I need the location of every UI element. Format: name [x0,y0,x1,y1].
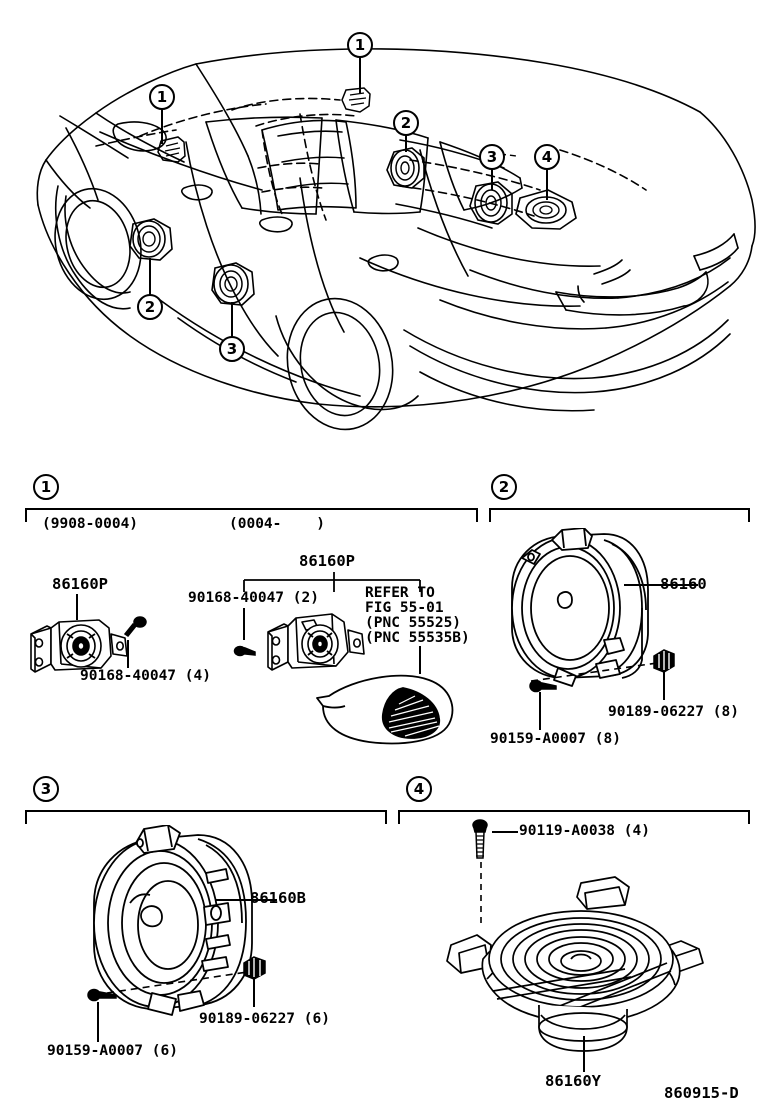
section-1-left-screw-label: 90168-40047 (4) [80,668,211,684]
section-1-variant-a-range: (9908-0004) [42,516,139,532]
car-speaker-4-shelf-woofer [515,189,577,230]
callout-1-front-tweeter[interactable]: 1 [149,84,175,110]
section-4-bracket [398,810,750,824]
section-2-clip-label: 90189-06227 (8) [608,704,739,720]
section-2-bolt-art [527,674,561,700]
section-3-bracket [25,810,387,824]
section-2-leader-to-part [624,583,698,587]
section-3-badge[interactable]: 3 [33,776,59,802]
section-4-screw-art [468,818,496,864]
section-3-clip-label: 90189-06227 (6) [199,1011,330,1027]
callout-3-rear-door[interactable]: 3 [219,336,245,362]
section-1-right-tweeter-art [262,608,392,678]
section-1-part-bracket [242,572,422,592]
section-4-woofer-art [435,875,710,1055]
section-3-part-label: 86160B [250,889,306,907]
leader-section-2-clip [663,670,665,700]
car-speaker-1-left [157,136,186,163]
section-1-left-screw-art [118,614,154,644]
section-2-badge[interactable]: 2 [491,474,517,500]
section-1-refer-line-2: FIG 55-01 [365,600,444,616]
leader-line-callout-2a [149,258,151,296]
leader-section-1-refer [419,646,421,674]
callout-4-shelf-woofer[interactable]: 4 [534,144,560,170]
section-3-dashed-assembly-line [103,963,258,997]
section-4-badge[interactable]: 4 [406,776,432,802]
vehicle-illustration [0,0,760,455]
section-3-bolt-art [85,982,121,1008]
diagram-code: 860915-D [664,1084,739,1102]
section-1-left-tweeter-art [25,612,185,682]
car-speaker-2-rear [386,147,425,189]
section-1-variant-b-range: (0004- ) [229,516,326,532]
section-1-right-screw-art [232,638,262,666]
section-2-bolt-label: 90159-A0007 (8) [490,731,621,747]
section-3-clip-art [240,955,270,981]
leader-line-callout-1a [161,106,163,144]
leader-section-3-bolt [97,1002,99,1042]
section-3-bolt-label: 90159-A0007 (6) [47,1043,178,1059]
section-4-leader-to-screw [492,830,518,834]
section-1-badge[interactable]: 1 [33,474,59,500]
leader-section-2-bolt [539,692,541,730]
car-speaker-2-front-door [129,218,173,261]
section-2-speaker-housing-art [500,528,660,688]
leader-line-callout-3b [491,168,493,190]
section-4-part-label: 86160Y [545,1072,601,1090]
section-3-speaker-housing-art [80,825,270,1025]
leader-line-callout-3a [231,302,233,338]
leader-section-1-right-screw [243,608,245,640]
leader-section-4-part [583,1036,585,1072]
leader-section-1-left-screw [127,640,129,668]
car-speaker-1-right [341,87,371,113]
section-1-refer-line-4: (PNC 55535B) [365,630,470,646]
section-1-right-screw-label: 90168-40047 (2) [188,590,319,606]
section-1-refer-line-3: (PNC 55525) [365,615,462,631]
car-speaker-3-rear-door [211,262,255,306]
section-1-refer-line-1: REFER TO [365,585,435,601]
section-1-left-part-label: 86160P [52,575,108,593]
section-4-screw-label: 90119-A0038 (4) [519,823,650,839]
section-2-clip-art [650,648,680,674]
section-2-part-label: 86160 [660,575,707,593]
leader-line-callout-4 [546,170,548,200]
section-3-leader-to-part [215,898,277,902]
callout-2-front-door[interactable]: 2 [137,294,163,320]
callout-2-rear[interactable]: 2 [393,110,419,136]
section-1-mirror-cover-art [305,668,465,748]
leader-line-callout-2b [405,134,407,152]
callout-3-shelf[interactable]: 3 [479,144,505,170]
section-1-right-part-label: 86160P [299,552,355,570]
leader-line-callout-1b [359,56,361,94]
callout-1-rear-tweeter[interactable]: 1 [347,32,373,58]
vehicle-line-art [36,48,756,431]
section-1-bracket [25,508,478,522]
leader-section-3-clip [253,977,255,1007]
leader-section-1-left-part [76,594,78,620]
section-2-bracket [489,508,750,522]
